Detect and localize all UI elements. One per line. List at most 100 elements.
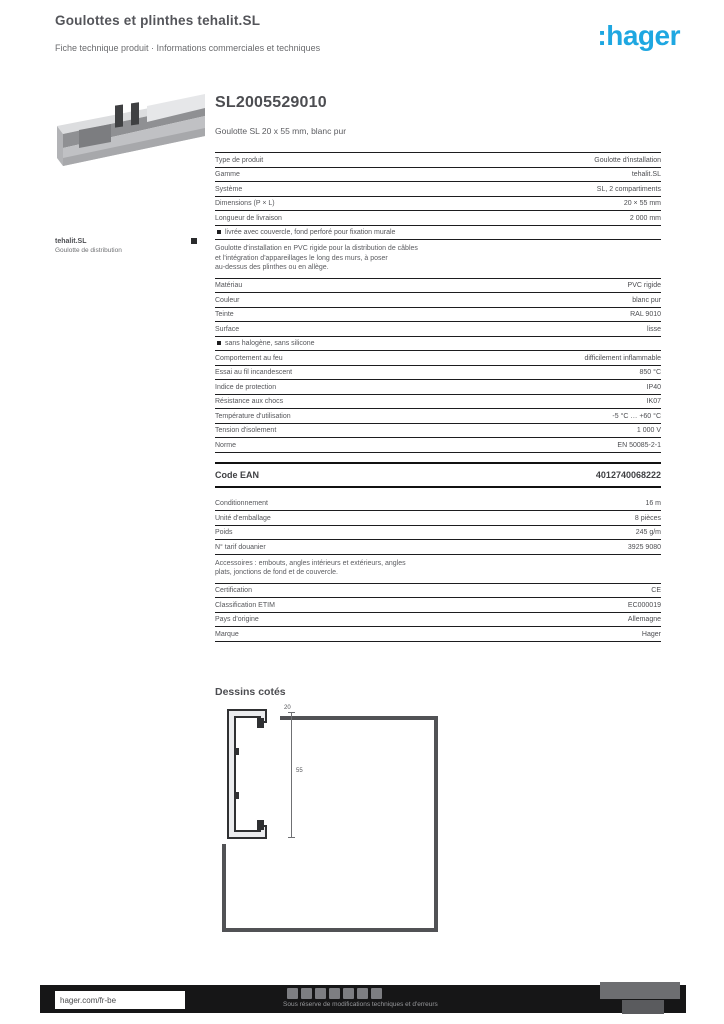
dimension-height-label: 55 xyxy=(296,768,303,774)
spec-label: Température d'utilisation xyxy=(215,412,291,420)
spec-value: 2 000 mm xyxy=(629,214,661,222)
feature-text: sans halogène, sans silicone xyxy=(225,340,315,347)
spec-row: Température d'utilisation -5 °C … +60 °C xyxy=(215,409,661,424)
spec-row: Classification ETIM EC000019 xyxy=(215,598,661,613)
drawing-heading: Dessins cotés xyxy=(215,686,286,698)
spec-label: Dimensions (P × L) xyxy=(215,200,275,207)
header-product-family: Goulottes et plinthes tehalit.SL xyxy=(55,13,261,28)
footer-website-link[interactable]: hager.com/fr-be xyxy=(55,991,185,1009)
spec-row: Dimensions (P × L)20 × 55 mm xyxy=(215,197,661,211)
feature-text: livrée avec couvercle, fond perforé pour… xyxy=(225,229,396,236)
spec-label: Tension d'isolement xyxy=(215,427,277,434)
spec-value: tehalit.SL xyxy=(631,171,661,178)
spec-label: Certification xyxy=(215,587,252,594)
product-reference-title: SL2005529010 xyxy=(215,94,327,111)
spec-row: Comportement au feu difficilement inflamm… xyxy=(215,351,661,366)
spec-label: Norme xyxy=(215,441,237,449)
rohs-mark-icon xyxy=(371,988,382,999)
spec-row: Teinte RAL 9010 xyxy=(215,308,661,322)
footer-emblem-sub xyxy=(622,1000,664,1014)
photo-caption-type: Goulotte de distribution xyxy=(55,247,122,254)
description-line: plats, jonctions de fond et de couvercle… xyxy=(215,569,338,576)
spec-label: N° tarif douanier xyxy=(215,543,266,551)
square-bullet-icon xyxy=(217,230,221,234)
spec-label: Surface xyxy=(215,325,240,333)
spec-value: 1 000 V xyxy=(636,427,661,434)
dimension-line xyxy=(288,712,295,838)
spec-value: IP40 xyxy=(646,383,661,391)
spec-label: Résistance aux chocs xyxy=(215,398,284,405)
spec-label: Longueur de livraison xyxy=(215,214,282,222)
spec-label: Unité d'emballage xyxy=(215,514,271,522)
spec-value: RAL 9010 xyxy=(630,311,661,318)
spec-value: blanc pur xyxy=(632,296,661,304)
spec-value: Hager xyxy=(641,630,661,638)
iso-mark-icon xyxy=(357,988,368,999)
kema-mark-icon xyxy=(343,988,354,999)
spec-value: lisse xyxy=(646,325,661,333)
description-line: et l'intégration d'appareillages le long… xyxy=(215,254,388,262)
spec-value: Allemagne xyxy=(627,616,661,623)
description-line: Goulotte d'installation en PVC rigide po… xyxy=(215,245,418,252)
spec-row: Unité d'emballage 8 pièces xyxy=(215,511,661,526)
spec-label: Matériau xyxy=(215,282,243,289)
footer-emblem xyxy=(600,982,680,999)
photo-caption-range: tehalit.SL xyxy=(55,238,87,245)
footer-note: Sous réserve de modifications techniques… xyxy=(283,1001,438,1008)
description-paragraph: Accessoires : embouts, angles intérieurs… xyxy=(215,555,661,584)
highlight-value: 4012740068222 xyxy=(595,469,661,480)
header-subline: Fiche technique produit · Informations c… xyxy=(55,43,321,53)
description-line: Accessoires : embouts, angles intérieurs… xyxy=(215,559,406,567)
feature-bullet-row: sans halogène, sans silicone xyxy=(215,337,661,351)
square-bullet-icon xyxy=(217,341,221,345)
spec-value: 8 pièces xyxy=(634,514,661,522)
description-line: au-dessus des plinthes ou en allège. xyxy=(215,264,329,271)
spec-value: 3925 9080 xyxy=(627,543,661,551)
dimension-width-label: 20 xyxy=(284,705,291,711)
spec-row: Couleur blanc pur xyxy=(215,293,661,308)
spec-label: Essai au fil incandescent xyxy=(215,369,293,376)
spec-row: Matériau PVC rigide xyxy=(215,279,661,293)
description-paragraph: Goulotte d'installation en PVC rigide po… xyxy=(215,240,661,279)
product-subtitle: Goulotte SL 20 x 55 mm, blanc pur xyxy=(215,126,347,136)
spec-row: Poids 245 g/m xyxy=(215,526,661,540)
spec-label: Couleur xyxy=(215,296,240,304)
spec-row: Certification CE xyxy=(215,584,661,598)
spec-value: PVC rigide xyxy=(627,282,661,289)
spec-value: difficilement inflammable xyxy=(584,354,661,362)
spec-row: Gamme tehalit.SL xyxy=(215,168,661,182)
spec-value: SL, 2 compartiments xyxy=(596,185,661,193)
hager-logo: :hager xyxy=(597,20,680,51)
vde-mark-icon xyxy=(301,988,312,999)
spec-value: -5 °C … +60 °C xyxy=(612,412,661,420)
spec-value: 245 g/m xyxy=(635,529,661,536)
spec-label: Classification ETIM xyxy=(215,601,275,609)
spec-label: Marque xyxy=(215,630,239,638)
spec-row: Système SL, 2 compartiments xyxy=(215,182,661,197)
spec-row: Résistance aux chocs IK07 xyxy=(215,395,661,409)
spec-row: Surface lisse xyxy=(215,322,661,337)
spec-value: IK07 xyxy=(646,398,661,405)
spec-label: Teinte xyxy=(215,311,234,318)
spec-label: Type de produit xyxy=(215,156,264,164)
spec-row: N° tarif douanier 3925 9080 xyxy=(215,540,661,555)
spec-row: Indice de protection IP40 xyxy=(215,380,661,395)
product-photo xyxy=(55,92,205,170)
spec-label: Système xyxy=(215,185,243,193)
ce-mark-icon xyxy=(287,988,298,999)
spec-value: EN 50085-2-1 xyxy=(617,441,661,449)
spec-row: Marque Hager xyxy=(215,627,661,642)
spec-label: Indice de protection xyxy=(215,383,277,391)
spec-value: Goulotte d'installation xyxy=(594,156,661,164)
profile-cross-section-icon xyxy=(216,704,280,844)
spec-label: Comportement au feu xyxy=(215,354,283,362)
highlight-label: Code EAN xyxy=(215,469,260,480)
spec-value: EC000019 xyxy=(627,601,661,609)
spec-label: Gamme xyxy=(215,171,240,178)
spec-row: Type de produit Goulotte d'installation xyxy=(215,153,661,168)
trunking-illustration xyxy=(57,94,205,166)
spec-value: CE xyxy=(651,587,661,594)
spec-label: Poids xyxy=(215,529,233,536)
